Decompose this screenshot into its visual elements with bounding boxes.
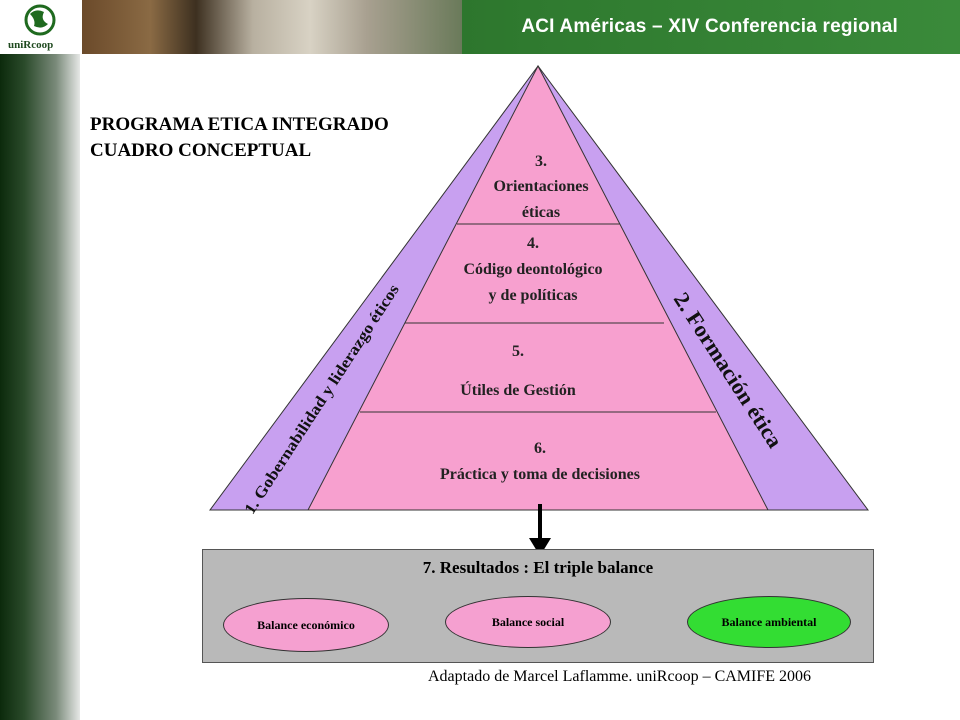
level-4-line2: y de políticas: [489, 287, 578, 304]
balance-economico-label: Balance económico: [257, 617, 355, 632]
balance-social-label: Balance social: [491, 614, 565, 629]
level-5-number: 5.: [512, 343, 524, 360]
level-6-number: 6.: [534, 440, 546, 457]
results-title: 7. Resultados : El triple balance: [422, 558, 654, 577]
title-line-2: CUADRO CONCEPTUAL: [90, 140, 312, 161]
credit-line: Adaptado de Marcel Laflamme. uniRcoop – …: [428, 668, 812, 685]
arrow-head: [529, 538, 551, 556]
level-6-line1: Práctica y toma de decisiones: [440, 466, 640, 483]
level-3-line2: éticas: [522, 204, 560, 221]
balance-social-ellipse: Balance social: [445, 596, 611, 648]
title-line-1: PROGRAMA ETICA INTEGRADO: [90, 114, 389, 135]
level-3-line1: Orientaciones: [493, 178, 588, 195]
globe-icon: uniRcoop: [8, 4, 56, 51]
sidebar-gradient: [0, 54, 80, 720]
level-3-number: 3.: [535, 153, 547, 170]
results-box: 7. Resultados : El triple balance Balanc…: [202, 549, 874, 663]
header-bar: uniRcoop ACI Américas – XIV Conferencia …: [0, 0, 960, 54]
balance-economico-ellipse: Balance económico: [223, 598, 389, 652]
level-4-line1: Código deontológico: [463, 261, 602, 278]
diagram-title: PROGRAMA ETICA INTEGRADO CUADRO CONCEPTU…: [90, 112, 389, 164]
logo-text: uniRcoop: [8, 39, 53, 51]
balance-ambiental-label: Balance ambiental: [721, 614, 817, 629]
unircoop-logo: uniRcoop: [0, 0, 82, 54]
page-title: ACI Américas – XIV Conferencia regional: [521, 16, 898, 37]
level-4-number: 4.: [527, 235, 539, 252]
conference-photo: [82, 0, 462, 54]
balance-ambiental-ellipse: Balance ambiental: [687, 596, 851, 648]
level-5-line1: Útiles de Gestión: [460, 380, 576, 399]
